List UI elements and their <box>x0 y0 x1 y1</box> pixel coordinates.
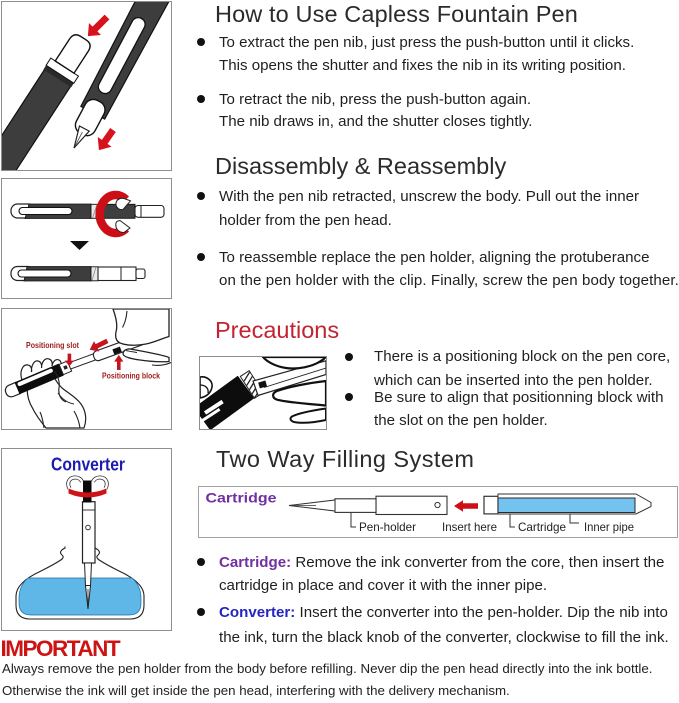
svg-text:Cartridge: Cartridge <box>518 520 566 534</box>
svg-text:Converter: Converter <box>51 453 125 474</box>
svg-text:Insert here: Insert here <box>442 520 497 534</box>
svg-text:Pen-holder: Pen-holder <box>359 520 416 534</box>
svg-text:Cartridge: Cartridge <box>206 489 277 505</box>
svg-text:Positioning slot: Positioning slot <box>26 340 79 350</box>
svg-text:Inner pipe: Inner pipe <box>584 520 634 534</box>
svg-text:Positioning block: Positioning block <box>102 371 160 381</box>
